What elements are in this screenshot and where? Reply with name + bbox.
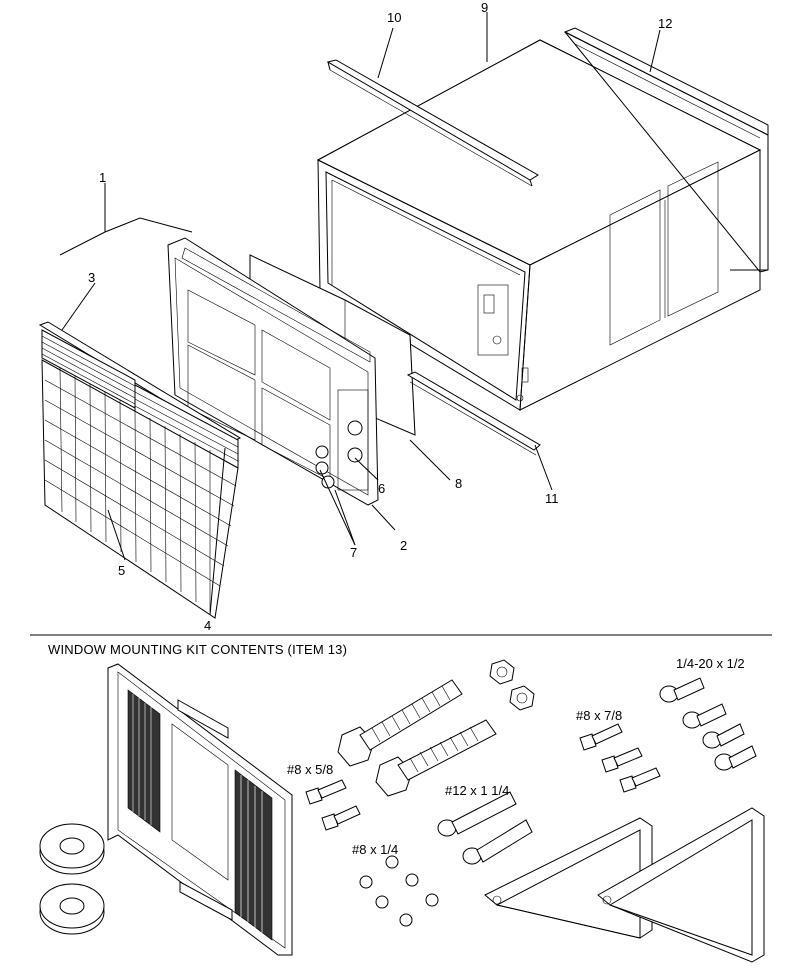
screws-8x5-8 [305,779,361,831]
callout-11: 11 [545,491,559,506]
callout-numbers: 1 2 3 4 5 6 7 8 9 10 11 12 [88,0,672,633]
callout-3: 3 [88,270,95,285]
screws-12x1-1-4 [437,791,533,865]
mounting-frame [107,663,293,956]
callout-10: 10 [387,10,401,25]
support-brackets [484,807,765,963]
callout-8: 8 [455,476,462,491]
screws-1-4-20x1-2 [659,677,757,771]
callout-1: 1 [99,170,106,185]
screws-8x7-8 [579,723,661,793]
callout-12: 12 [658,16,672,31]
callout-4: 4 [204,618,211,633]
label-1-4-20x1-2: 1/4-20 x 1/2 [676,656,745,671]
callout-7: 7 [350,545,357,560]
rear-frame [563,27,769,273]
callout-9: 9 [481,0,488,15]
foam-seals [39,823,105,935]
hex-nuts [489,659,535,711]
screws-8x1-4 [359,855,439,927]
callout-6: 6 [378,481,385,496]
label-8x5-8: #8 x 5/8 [287,762,333,777]
callout-2: 2 [400,538,407,553]
label-8x1-4: #8 x 1/4 [352,842,398,857]
label-12x1-1-4: #12 x 1 1/4 [445,783,509,798]
large-bolts [337,679,497,797]
bottom-rail [406,371,541,456]
label-8x7-8: #8 x 7/8 [576,708,622,723]
cabinet [316,39,762,411]
callout-leaders [59,12,661,616]
top-rail [326,59,539,187]
knobs [315,445,335,489]
kit-title: WINDOW MOUNTING KIT CONTENTS (ITEM 13) [48,642,347,657]
front-grille [38,321,242,619]
kit-labels: 1/4-20 x 1/2 #8 x 7/8 #8 x 5/8 #12 x 1 1… [287,656,745,857]
front-panel [167,237,379,506]
callout-5: 5 [118,563,125,578]
